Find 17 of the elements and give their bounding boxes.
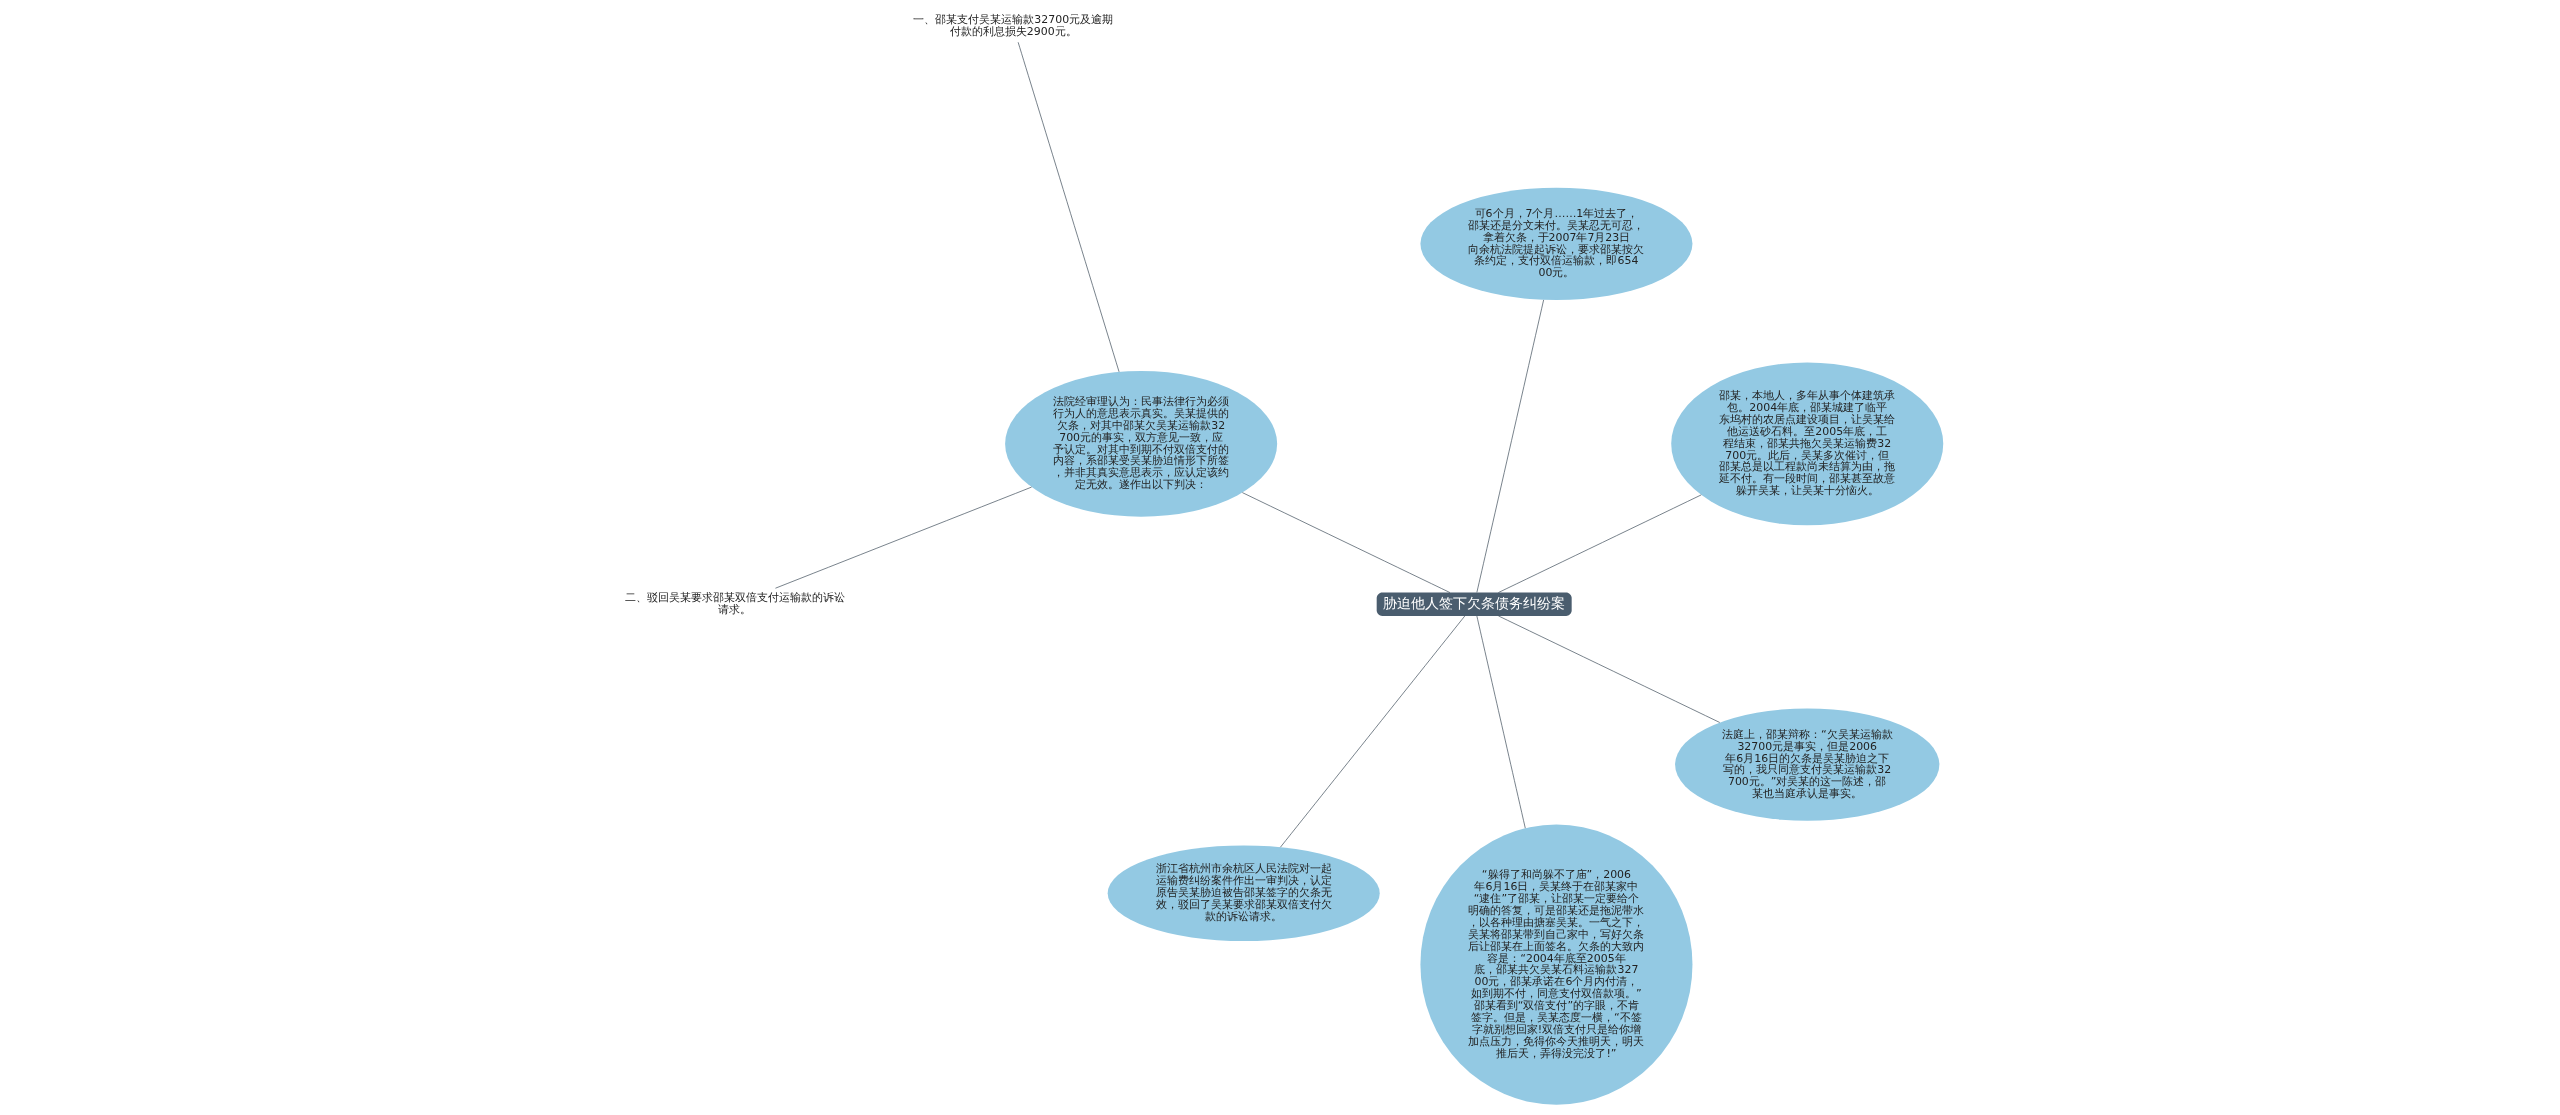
connector bbox=[1476, 615, 1526, 829]
connector bbox=[775, 486, 1032, 589]
node-text: 二、驳回吴某要求邵某双倍支付运输款的诉讼请求。 bbox=[624, 591, 845, 616]
node-box: 胁迫他人签下欠条债务纠纷案 bbox=[1376, 592, 1572, 616]
node-ellipse: 法院经审理认为：民事法律行为必须行为人的意思表示真实。吴某提供的欠条，对其中邵某欠吴某运输款32700元的事实，双方意见一致，应予认定。对其中到期不付双倍支付的内容，系邵某受吴某胁迫情形下所签，并非其真实意思表示，应认定该约定无效。遂作出以下判决： bbox=[1005, 370, 1278, 517]
connector bbox=[1017, 41, 1120, 373]
connector bbox=[1242, 492, 1451, 593]
node-ellipse: 法庭上，邵某辩称：“欠吴某运输款32700元是事实，但是2006年6月16日的欠条是吴某胁迫之下写的，我只同意支付吴某运输款32700元。”对吴某的这一陈述，邵某也当庭承认是事实。 bbox=[1675, 708, 1940, 821]
connector bbox=[1498, 494, 1702, 593]
node-ellipse: 浙江省杭州市余杭区人民法院对一起运输费纠纷案件作出一审判决，认定原告吴某胁迫被告邵某签字的欠条无效，驳回了吴某要求邵某双倍支付欠款的诉讼请求。 bbox=[1107, 845, 1380, 942]
connector bbox=[1476, 299, 1544, 593]
node-text: 一、邵某支付吴某运输款32700元及逾期付款的利息损失2900元。 bbox=[913, 13, 1114, 38]
node-ellipse: 邵某，本地人，多年从事个体建筑承包。2004年底，邵某城建了临平东坞村的农居点建设项目，让吴某给他运送砂石料。至2005年底，工程结束，邵某共拖欠吴某运输费32700元。此后，吴某多次催讨，但邵某总是以工程款尚未结算为由，拖延不付。有一段时间，邵某甚至故意躲开吴某，让吴某十分恼火。 bbox=[1671, 362, 1944, 526]
node-circle: “躲得了和尚躲不了庙”，2006年6月16日，吴某终于在邵某家中“逮住”了邵某，让邵某一定要给个明确的答复，可是邵某还是拖泥带水，以各种理由搪塞吴某。一气之下，吴某将邵某带到自己家中，写好欠条后让邵某在上面签名。欠条的大致内容是：“2004年底至2005年底，邵某共欠吴某石料运输款32700元，邵某承诺在6个月内付清，如到期不付，同意支付双倍款项。”邵某看到“双倍支付”的字眼，不肯签字。但是，吴某态度一横，“不签字就别想回家!双倍支付只是给你增加点压力，免得你今天推明天，明天推后天，弄得没完没了!” bbox=[1420, 824, 1693, 1105]
connector bbox=[1280, 615, 1466, 848]
node-ellipse: 可6个月，7个月……1年过去了，邵某还是分文未付。吴某忍无可忍，拿着欠条，于2007年7月23日向余杭法院提起诉讼，要求邵某按欠条约定，支付双倍运输款，即65400元。 bbox=[1420, 187, 1693, 301]
connector bbox=[1498, 615, 1721, 723]
